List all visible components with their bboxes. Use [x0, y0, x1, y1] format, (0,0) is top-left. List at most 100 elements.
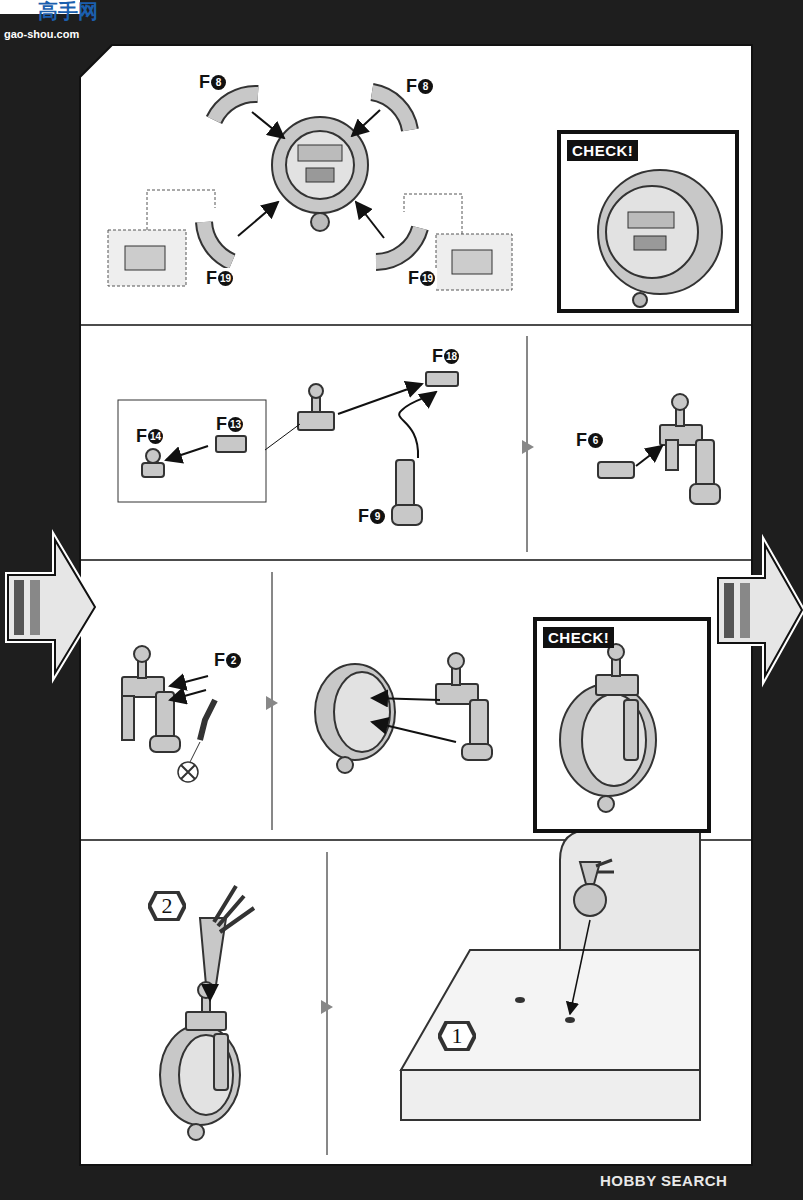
site-logo: 高手网 — [38, 0, 98, 25]
art-shape — [306, 168, 334, 182]
part-letter: F — [214, 650, 225, 670]
art-shape — [238, 202, 278, 236]
site-logo: gao-shou.com — [4, 28, 79, 40]
art-shape — [311, 213, 329, 231]
art-shape — [80, 559, 752, 561]
check-box: CHECK! — [533, 617, 711, 833]
art-shape — [376, 228, 420, 262]
part-digit: 13 — [228, 417, 243, 432]
art-shape — [356, 202, 384, 238]
art-shape — [672, 394, 688, 410]
part-letter: F — [576, 430, 587, 450]
art-shape — [214, 94, 258, 120]
art-shape — [596, 675, 638, 695]
callout-number: 2 — [148, 891, 186, 921]
art-shape — [470, 700, 488, 750]
part-number: F13 — [214, 414, 245, 434]
part-letter: F — [216, 414, 227, 434]
art-shape — [200, 918, 226, 985]
part-number: F8 — [404, 76, 435, 96]
art-shape — [170, 676, 208, 686]
art-shape — [160, 830, 700, 1140]
part-letter: F — [136, 426, 147, 446]
part-number: F6 — [574, 430, 605, 450]
art-shape — [160, 1025, 240, 1125]
part-digit: 14 — [148, 429, 163, 444]
part-number: F2 — [212, 650, 243, 670]
art-shape — [198, 982, 214, 998]
art-shape — [204, 92, 420, 262]
art-shape — [142, 372, 720, 525]
art-shape — [178, 762, 198, 782]
art-shape — [352, 110, 380, 136]
art-shape — [252, 112, 284, 138]
callout-hexagon: 2 — [148, 891, 186, 921]
check-label: CHECK! — [543, 627, 614, 648]
part-letter: F — [408, 268, 419, 288]
art-shape — [125, 246, 165, 270]
art-shape — [396, 460, 414, 510]
art-shape — [214, 886, 254, 932]
art-shape — [122, 696, 134, 740]
art-shape — [372, 698, 440, 700]
art-shape — [170, 690, 206, 700]
part-letter: F — [199, 72, 210, 92]
art-shape — [80, 324, 752, 326]
art-shape — [516, 998, 524, 1002]
art-shape — [309, 384, 323, 398]
art-shape — [338, 384, 422, 414]
part-digit: 9 — [370, 509, 385, 524]
part-letter: F — [206, 268, 217, 288]
part-number: F19 — [406, 268, 437, 288]
part-number: F18 — [430, 346, 461, 366]
callout-hexagon: 1 — [438, 1021, 476, 1051]
art-shape — [582, 694, 646, 786]
art-shape — [634, 236, 666, 250]
check-label: CHECK! — [567, 140, 638, 161]
art-shape — [560, 684, 656, 796]
art-shape — [426, 372, 458, 386]
watermark: HOBBY SEARCH — [600, 1172, 727, 1189]
art-shape — [8, 540, 802, 676]
art-shape — [636, 446, 662, 466]
art-shape — [315, 664, 395, 760]
part-number: F8 — [197, 72, 228, 92]
art-shape — [633, 293, 647, 307]
art-shape — [570, 920, 590, 1014]
art-shape — [298, 412, 334, 430]
art-shape — [560, 830, 700, 950]
art-shape — [404, 194, 462, 234]
art-shape — [216, 436, 246, 452]
art-shape — [392, 505, 422, 525]
art-shape — [30, 580, 40, 635]
art-shape — [448, 653, 464, 669]
part-letter: F — [406, 76, 417, 96]
art-shape — [204, 222, 232, 262]
part-number: F9 — [356, 506, 387, 526]
part-digit: 19 — [420, 271, 435, 286]
art-shape — [321, 1000, 333, 1014]
art-shape — [214, 94, 258, 120]
part-digit: 18 — [444, 349, 459, 364]
art-shape — [598, 170, 722, 307]
art-shape — [401, 950, 700, 1070]
art-shape — [266, 696, 278, 710]
art-shape — [376, 228, 420, 262]
callout-number: 1 — [438, 1021, 476, 1051]
art-shape — [337, 757, 353, 773]
art-shape — [624, 700, 638, 760]
art-shape — [522, 440, 534, 454]
art-shape — [238, 110, 384, 238]
part-digit: 2 — [226, 653, 241, 668]
art-shape — [286, 131, 354, 199]
art-shape — [134, 646, 150, 662]
art-shape — [696, 440, 714, 490]
art-shape — [209, 988, 211, 1000]
art-shape — [118, 400, 266, 502]
part-letter: F — [358, 506, 369, 526]
art-shape — [8, 540, 95, 673]
part-digit: 19 — [218, 271, 233, 286]
